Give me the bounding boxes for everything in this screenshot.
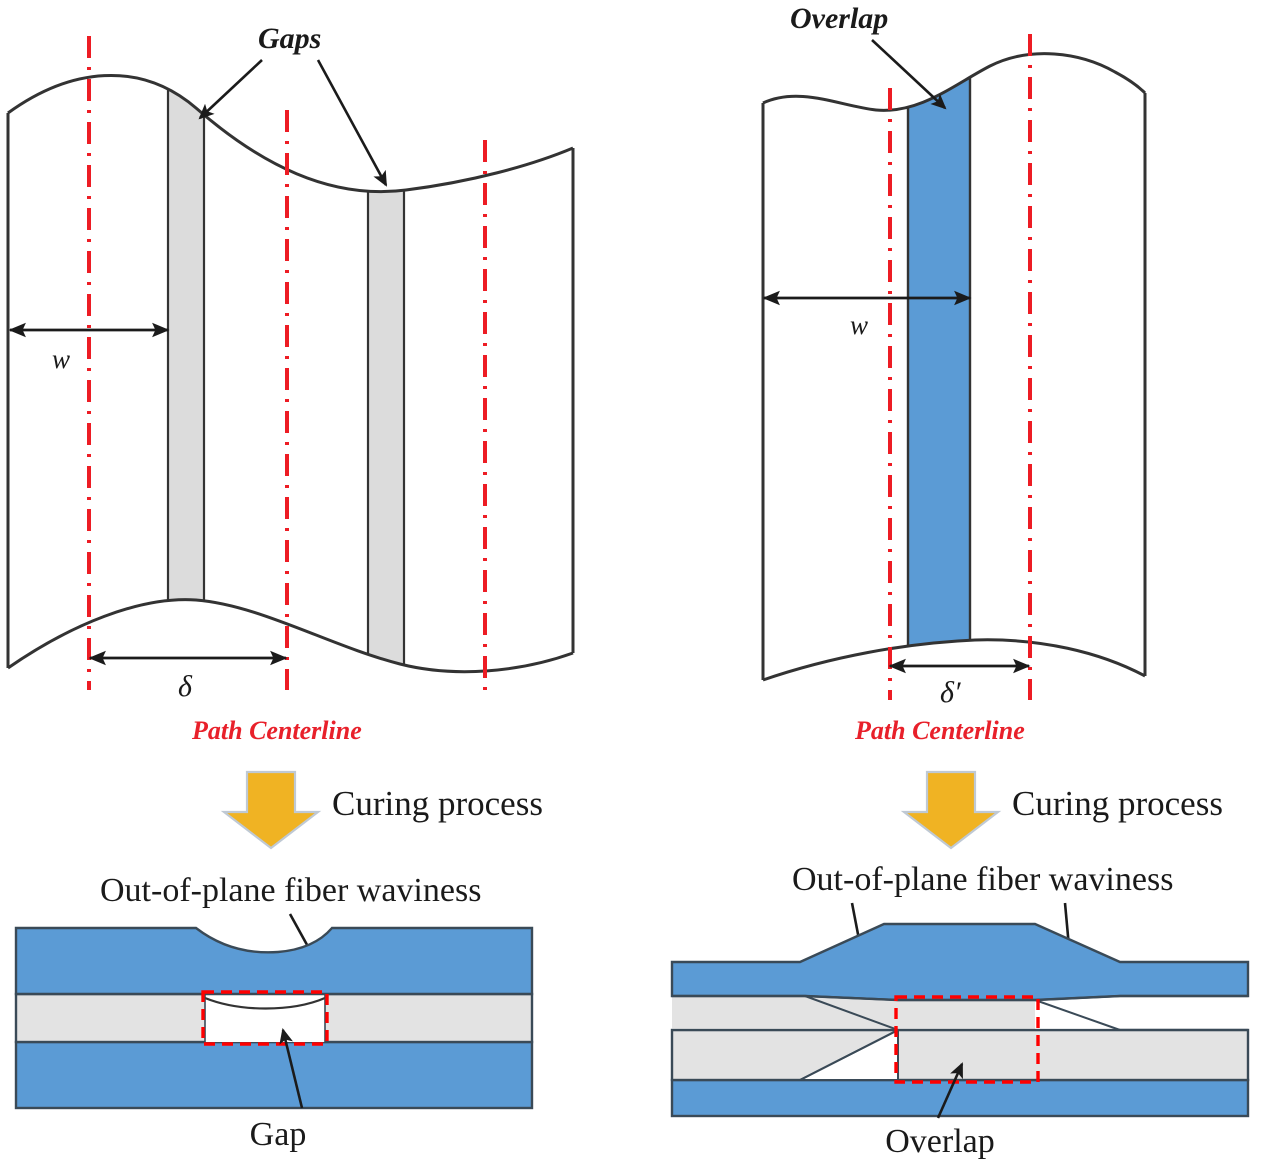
right-upper-gray-left (672, 996, 898, 1030)
right-overlap-label: Overlap (885, 1123, 995, 1160)
left-w-label: w (52, 344, 70, 374)
gaps-callout-label: Gaps (258, 22, 321, 55)
right-cross-section: Out-of-plane fiber waviness (670, 861, 1250, 1160)
right-ply-divider-line (672, 994, 1248, 1002)
right-top-blue-ply (670, 922, 1250, 1002)
left-gap-leader (279, 1028, 304, 1109)
right-bottom-edge (762, 638, 1146, 682)
gap-band-fill-2 (368, 75, 404, 670)
right-wedge-edge-lower (799, 1029, 899, 1081)
right-waviness-label: Out-of-plane fiber waviness (792, 861, 1173, 898)
left-gap-band-2 (366, 75, 406, 670)
left-top-blue-ply (14, 926, 534, 996)
gap-band-fill-1 (168, 75, 204, 670)
left-bottom-blue-ply (14, 1040, 534, 1110)
right-top-panel: Overlap w δ′ Path Centerline (761, 2, 1147, 745)
left-gap-band-1 (166, 75, 206, 670)
curing-process-label-left: Curing process (332, 784, 543, 823)
right-curing-process: Curing process (900, 770, 1223, 850)
right-overlap-highlight-box (894, 995, 1040, 1084)
left-ply-body (8, 75, 573, 672)
left-bottom-edge (7, 598, 574, 674)
right-bottom-blue-ply (670, 1078, 1250, 1118)
gaps-leader-1 (198, 59, 263, 120)
curing-arrow-right-icon (900, 770, 1002, 850)
left-gap-highlight-box (201, 990, 329, 1046)
right-overlap-band (906, 53, 972, 680)
overlap-callout-label: Overlap (790, 2, 888, 35)
left-gap-label: Gap (250, 1116, 307, 1153)
left-waviness-label: Out-of-plane fiber waviness (100, 872, 481, 909)
overlap-leader (871, 39, 947, 110)
left-top-panel: Gaps w δ Path Centerline (6, 22, 575, 745)
left-cross-section: Out-of-plane fiber waviness Gap (14, 872, 534, 1153)
right-path-centerline-caption: Path Centerline (854, 716, 1025, 745)
gaps-leader-2 (316, 59, 388, 187)
right-top-edge (762, 52, 1147, 112)
right-w-label: w (850, 310, 868, 340)
overlap-band-fill (908, 53, 970, 680)
curing-arrow-left-icon (220, 770, 322, 850)
curing-process-label-right: Curing process (1012, 784, 1223, 823)
right-lower-gray-ply (670, 1028, 1250, 1082)
right-delta-label: δ′ (940, 676, 961, 709)
left-gap-void-top-curve (204, 996, 326, 1010)
right-wedge-edge-right (1034, 999, 1121, 1031)
left-curing-process: Curing process (220, 770, 543, 850)
right-overlap-leader (936, 1062, 964, 1119)
left-top-edge (7, 73, 574, 194)
right-wedge-edge-upper (804, 995, 899, 1031)
left-path-centerline-caption: Path Centerline (191, 716, 362, 745)
left-delta-label: δ (178, 670, 193, 703)
